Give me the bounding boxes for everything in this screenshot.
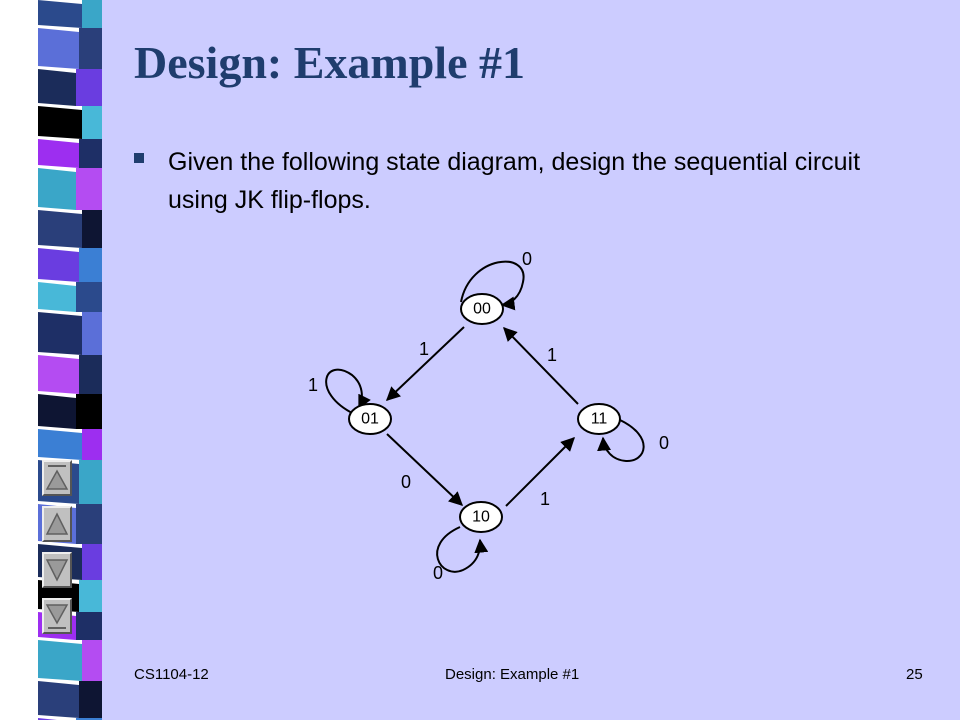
slide-number: 25 (906, 666, 923, 683)
stripe-band (82, 0, 102, 28)
transition-label: 1 (419, 339, 429, 359)
stripe-band (38, 282, 76, 312)
state-node-10 (459, 501, 503, 533)
stripe-band (38, 210, 82, 248)
transition-00-to-01 (385, 326, 465, 401)
transition-label: 1 (547, 345, 557, 365)
stripe-band (38, 681, 79, 718)
state-node-11 (577, 403, 621, 435)
stripe-band (38, 312, 82, 355)
next-slide-button[interactable] (42, 552, 72, 588)
stripe-band (76, 282, 102, 312)
stripe-band (38, 640, 82, 681)
bullet-text: Given the following state diagram, desig… (168, 148, 861, 214)
stripe-band (82, 640, 102, 681)
transition-label: 0 (522, 249, 532, 269)
stripe-band (76, 168, 102, 210)
state-label-11: 11 (591, 411, 608, 428)
stripe-band (82, 106, 102, 139)
state-label-01: 01 (361, 411, 379, 428)
footer-slide-title: Design: Example #1 (445, 666, 580, 683)
stripe-band (38, 355, 79, 394)
stripe-band (38, 28, 79, 69)
transition-label: 0 (659, 433, 669, 453)
stripe-band (82, 544, 102, 580)
stripe-band (79, 460, 102, 504)
stripe-band (38, 106, 82, 139)
stripe-band (79, 355, 102, 394)
stripe-band (38, 69, 76, 106)
stripe-band (38, 139, 79, 168)
self-loop-01 (325, 368, 371, 415)
stripe-band (76, 394, 102, 429)
stripe-band (38, 0, 82, 28)
stripe-band (79, 248, 102, 282)
stripe-band (38, 394, 76, 429)
stripe-band (76, 718, 102, 720)
first-slide-icon (45, 465, 69, 490)
stripe-band (76, 69, 102, 106)
stripe-band (76, 612, 102, 640)
stripe-band (82, 210, 102, 248)
stripe-band (82, 429, 102, 460)
down-arrow-icon (45, 559, 69, 582)
transition-label: 0 (401, 472, 411, 492)
stripe-band (76, 504, 102, 544)
stripe-band (38, 248, 79, 282)
previous-slide-button[interactable] (42, 506, 72, 542)
stripe-band (38, 429, 82, 460)
last-slide-icon (45, 604, 69, 629)
self-loop-11 (597, 419, 645, 463)
stripe-band (79, 139, 102, 168)
stripe-band (82, 312, 102, 355)
state-label-10: 10 (472, 509, 490, 526)
state-node-01 (348, 403, 392, 435)
state-label-00: 00 (473, 301, 491, 318)
self-loop-00 (460, 260, 525, 311)
up-arrow-icon (45, 512, 69, 535)
transition-label: 1 (540, 489, 550, 509)
stripe-band (79, 580, 102, 612)
stripe-band (79, 28, 102, 69)
decorative-stripe (0, 0, 112, 720)
transition-10-to-11 (505, 437, 575, 507)
stripe-band (79, 681, 102, 718)
transition-11-to-00 (503, 326, 579, 405)
state-node-00 (460, 293, 504, 325)
first-slide-button[interactable] (42, 460, 72, 496)
footer-course-code: CS1104-12 (134, 666, 209, 683)
slide-title: Design: Example #1 (134, 37, 525, 88)
transition-01-to-10 (386, 433, 464, 506)
transition-label: 0 (433, 563, 443, 583)
bullet-marker (134, 153, 144, 163)
self-loop-10 (436, 526, 489, 573)
last-slide-button[interactable] (42, 598, 72, 634)
transition-label: 1 (308, 375, 318, 395)
stripe-band (38, 168, 76, 210)
